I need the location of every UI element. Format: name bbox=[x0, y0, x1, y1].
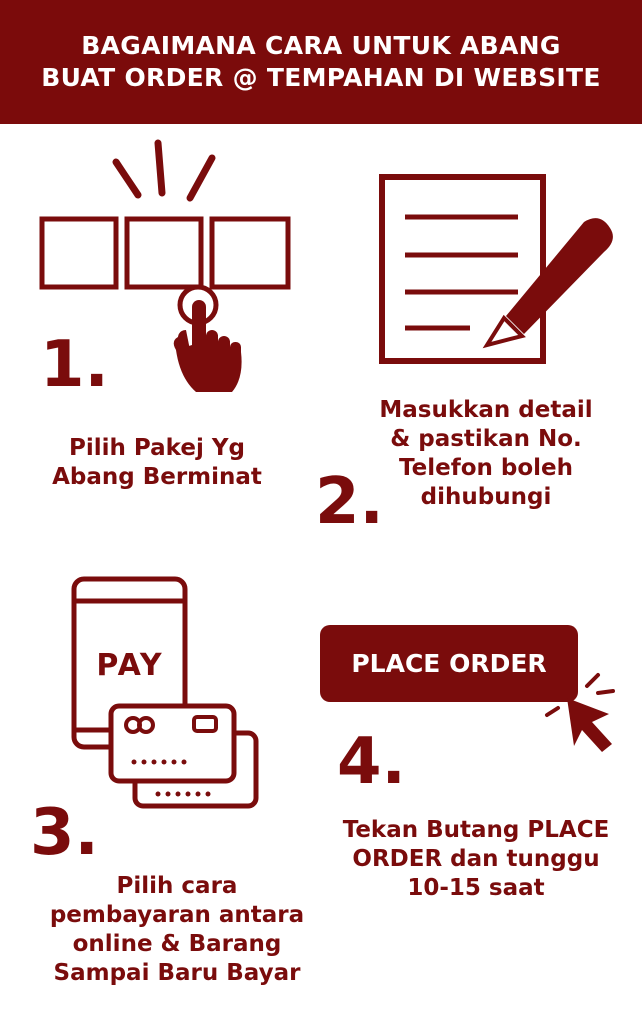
step-caption-1: Pilih Pakej Yg Abang Berminat bbox=[52, 435, 262, 490]
place-order-label: PLACE ORDER bbox=[351, 649, 547, 678]
pay-label: PAY bbox=[96, 648, 163, 683]
place-order-button[interactable]: PLACE ORDER bbox=[320, 625, 578, 702]
header-title-line2: BUAT ORDER @ TEMPAHAN DI WEBSITE bbox=[41, 63, 601, 92]
step-caption-3: Pilih cara pembayaran antara online & Ba… bbox=[49, 873, 305, 986]
header-banner: BAGAIMANA CARA UNTUK ABANG BUAT ORDER @ … bbox=[0, 0, 642, 124]
step-number-3: 3. bbox=[30, 796, 99, 870]
step-caption-4: Tekan Butang PLACE ORDER dan tunggu 10-1… bbox=[342, 817, 610, 901]
step-caption-2: Masukkan detail & pastikan No. Telefon b… bbox=[379, 397, 593, 510]
step-number-2: 2. bbox=[315, 465, 384, 539]
step-number-1: 1. bbox=[40, 328, 109, 402]
header-title-line1: BAGAIMANA CARA UNTUK ABANG bbox=[81, 31, 561, 60]
step-number-4: 4. bbox=[337, 725, 406, 799]
